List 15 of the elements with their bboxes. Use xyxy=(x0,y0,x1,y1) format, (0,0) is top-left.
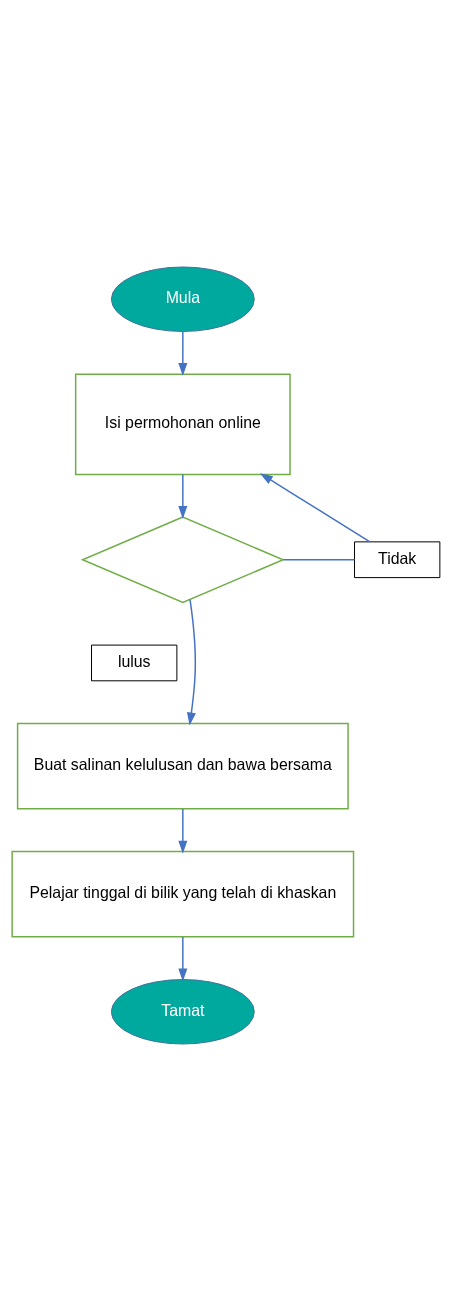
arrow xyxy=(178,473,188,519)
arrow xyxy=(178,330,188,376)
node-ellipse: Tamat xyxy=(110,978,255,1045)
arrow xyxy=(186,598,197,725)
node-box: lulus xyxy=(91,644,178,681)
node-box: Buat salinan kelulusan dan bawa bersama xyxy=(16,722,349,810)
connector xyxy=(282,558,356,560)
node-box: Pelajar tinggal di bilik yang telah di khaskan xyxy=(11,850,355,938)
arrow xyxy=(178,935,188,982)
arrow xyxy=(178,807,188,854)
node-ellipse: Mula xyxy=(110,265,255,332)
node-box: Isi permohonan online xyxy=(74,372,291,475)
node-box: Tidak xyxy=(354,540,441,578)
node-diamond xyxy=(80,515,285,603)
arrow xyxy=(259,472,371,542)
